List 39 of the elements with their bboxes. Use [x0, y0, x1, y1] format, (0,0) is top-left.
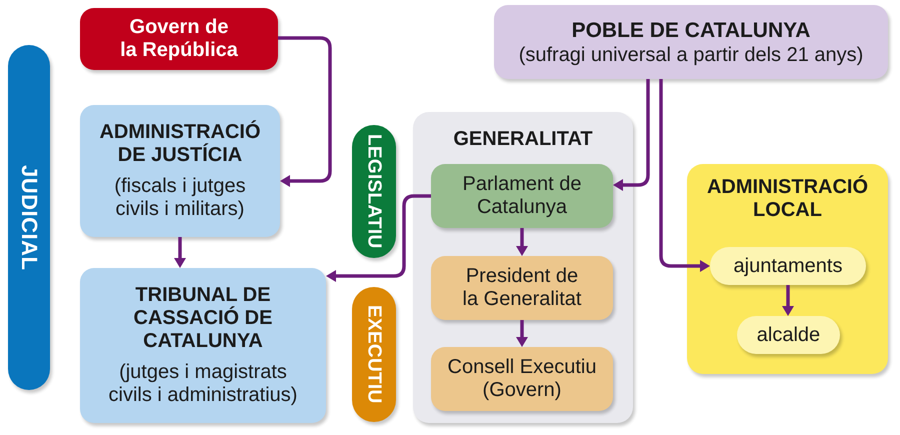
institution-box [80, 8, 278, 70]
branch-label: EXECUTIU [364, 305, 384, 404]
institution-box [431, 256, 613, 320]
institution-box [431, 164, 613, 228]
box-label: ajuntaments [734, 254, 842, 278]
group-panel [687, 164, 888, 374]
box-label: President de la Generalitat [462, 265, 582, 311]
branch-bar [8, 45, 50, 390]
box-label: Consell Executiu (Govern) [446, 356, 598, 402]
connector-arrow [516, 320, 528, 347]
institution-box [494, 5, 888, 79]
institution-box [80, 105, 280, 237]
box-heading: POBLE DE CATALUNYA [572, 18, 810, 42]
box-subtitle: (fiscals i jutges civils i militars) [113, 175, 247, 221]
box-label: Parlament de Catalunya [462, 173, 582, 219]
institution-box [80, 268, 326, 423]
connector-arrow [278, 36, 332, 187]
branch-bar [352, 125, 396, 258]
box-label: Govern de la República [119, 16, 239, 62]
panel-heading: ADMINISTRACIÓ LOCAL [706, 176, 870, 222]
box-heading: ADMINISTRACIÓ DE JUSTÍCIA [98, 121, 262, 167]
branch-bar [352, 287, 396, 422]
connector-arrow [326, 194, 431, 282]
connector-arrow [659, 79, 710, 272]
branch-label: LEGISLATIU [364, 134, 384, 249]
box-subtitle: (sufragi universal a partir dels 21 anys) [518, 42, 864, 66]
box-heading: TRIBUNAL DE CASSACIÓ DE CATALUNYA [132, 284, 274, 353]
institution-box [431, 347, 613, 411]
box-subtitle: (jutges i magistrats civils i administratius) [108, 361, 298, 407]
connector-arrow [516, 228, 528, 256]
pill-box [737, 316, 840, 354]
connector-arrow [782, 285, 794, 316]
box-label: alcalde [756, 324, 820, 346]
pill-box [710, 247, 866, 285]
connector-arrow [174, 237, 186, 268]
connector-arrow [613, 79, 650, 191]
panel-heading: GENERALITAT [453, 127, 593, 151]
branch-label: JUDICIAL [18, 164, 40, 270]
group-panel [413, 112, 633, 423]
